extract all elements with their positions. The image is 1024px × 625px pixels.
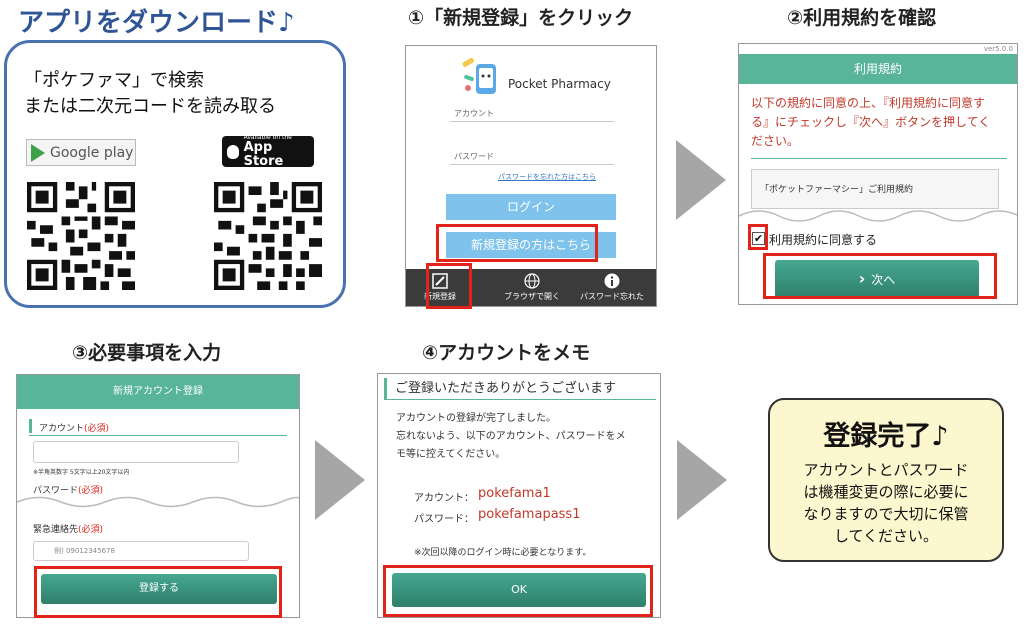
account-label: アカウント： xyxy=(414,493,474,504)
login-note: ※次回以降のログイン時に必要となります。 xyxy=(414,548,592,558)
next-button[interactable]: ›次へ xyxy=(775,260,979,298)
google-play-qr-code[interactable] xyxy=(27,182,135,290)
terms-screen: ver5.0.0 利用規約 以下の規約に同意の上、『利用規約に同意する』にチェッ… xyxy=(738,43,1018,305)
password-label: パスワード xyxy=(454,152,494,161)
register-link-button[interactable]: 新規登録の方はこちら xyxy=(446,232,616,258)
password-input[interactable] xyxy=(450,164,614,165)
thanks-heading: ご登録いただきありがとうございます xyxy=(384,378,656,400)
app-store-qr-code[interactable] xyxy=(214,182,322,290)
play-icon xyxy=(31,143,45,162)
register-highlight xyxy=(436,224,598,262)
password-value: pokefamapass1 xyxy=(478,507,581,522)
next-highlight xyxy=(763,253,997,299)
info-icon xyxy=(604,273,620,289)
emergency-field-label: 緊急連絡先(必須) xyxy=(33,525,104,535)
forgot-password-link[interactable]: パスワードを忘れた方はこちら xyxy=(498,173,596,181)
checkbox-highlight xyxy=(748,224,768,250)
account-input[interactable] xyxy=(33,441,239,463)
app-name: Pocket Pharmacy xyxy=(508,77,611,91)
edit-icon xyxy=(432,273,448,289)
version-label: ver5.0.0 xyxy=(983,45,1013,53)
tab-forgot-password[interactable]: パスワード忘れた xyxy=(576,269,648,306)
account-field-label: アカウント(必須) xyxy=(39,424,110,434)
arrow-right-icon xyxy=(315,440,365,520)
phone-input[interactable]: 例) 09012345678 xyxy=(33,541,249,561)
agree-checkbox[interactable]: ✔ xyxy=(752,232,765,245)
account-input[interactable] xyxy=(450,121,614,122)
download-title: アプリをダウンロード♪ xyxy=(18,8,295,38)
tab-highlight xyxy=(426,263,472,309)
completion-message: アカウントの登録が完了しました。 忘れないよう、以下のアカウント、パスワードをメ… xyxy=(396,413,626,460)
registration-screen: 新規アカウント登録 アカウント(必須) ※半角英数字 5文字以上20文字以内 パ… xyxy=(16,374,300,618)
pharmacy-logo-icon xyxy=(462,58,496,94)
arrow-right-icon xyxy=(676,140,726,220)
app-store-badge[interactable]: Available on the App Store xyxy=(222,134,314,169)
register-highlight xyxy=(34,566,282,618)
tab-new-registration[interactable]: 新規登録 xyxy=(420,269,460,306)
terms-content-box[interactable]: 「ポケットファーマシー」ご利用規約 xyxy=(751,169,999,209)
ok-highlight xyxy=(383,565,653,617)
password-label: パスワード： xyxy=(414,514,474,525)
terms-instruction: 以下の規約に同意の上、『利用規約に同意する』にチェックし『次へ』ボタンを押してく… xyxy=(751,96,991,148)
search-instruction: 「ポケファマ」で検索 xyxy=(24,70,204,91)
step4-heading: ④アカウントをメモ xyxy=(422,342,591,364)
completion-box: 登録完了♪ アカウントとパスワード は機種変更の際に必要に なりますので大切に保… xyxy=(768,398,1004,562)
step2-heading: ②利用規約を確認 xyxy=(787,7,937,29)
account-label: アカウント xyxy=(454,109,494,118)
agree-label: 利用規約に同意する xyxy=(769,233,878,247)
bottom-tab-bar: 新規登録 ブラウザで開く パスワード忘れた xyxy=(406,269,656,306)
ok-button[interactable]: OK xyxy=(392,573,646,607)
globe-icon xyxy=(524,273,540,289)
terms-title-bar: 利用規約 xyxy=(739,54,1017,84)
chevron-right-icon: › xyxy=(858,269,866,288)
account-memo-screen: ご登録いただきありがとうございます アカウントの登録が完了しました。 忘れないよ… xyxy=(377,373,661,618)
register-button[interactable]: 登録する xyxy=(41,574,277,604)
wavy-divider xyxy=(17,496,299,508)
apple-icon xyxy=(227,144,239,159)
step3-heading: ③必要事項を入力 xyxy=(72,342,222,364)
account-value: pokefama1 xyxy=(478,486,551,501)
completion-title: 登録完了♪ xyxy=(823,421,949,452)
google-play-badge[interactable]: Google play xyxy=(26,139,136,166)
account-hint: ※半角英数字 5文字以上20文字以内 xyxy=(33,469,130,476)
tab-open-browser[interactable]: ブラウザで開く xyxy=(500,269,564,306)
step1-heading: ①「新規登録」をクリック xyxy=(408,7,634,29)
arrow-right-icon xyxy=(677,440,727,520)
registration-title-bar: 新規アカウント登録 xyxy=(17,375,299,409)
wavy-divider xyxy=(739,210,1017,224)
password-field-label: パスワード(必須) xyxy=(33,486,104,496)
completion-message: アカウントとパスワード は機種変更の際に必要に なりますので大切に保管 してくだ… xyxy=(803,461,969,545)
login-button[interactable]: ログイン xyxy=(446,194,616,220)
qr-instruction: または二次元コードを読み取る xyxy=(24,96,276,117)
